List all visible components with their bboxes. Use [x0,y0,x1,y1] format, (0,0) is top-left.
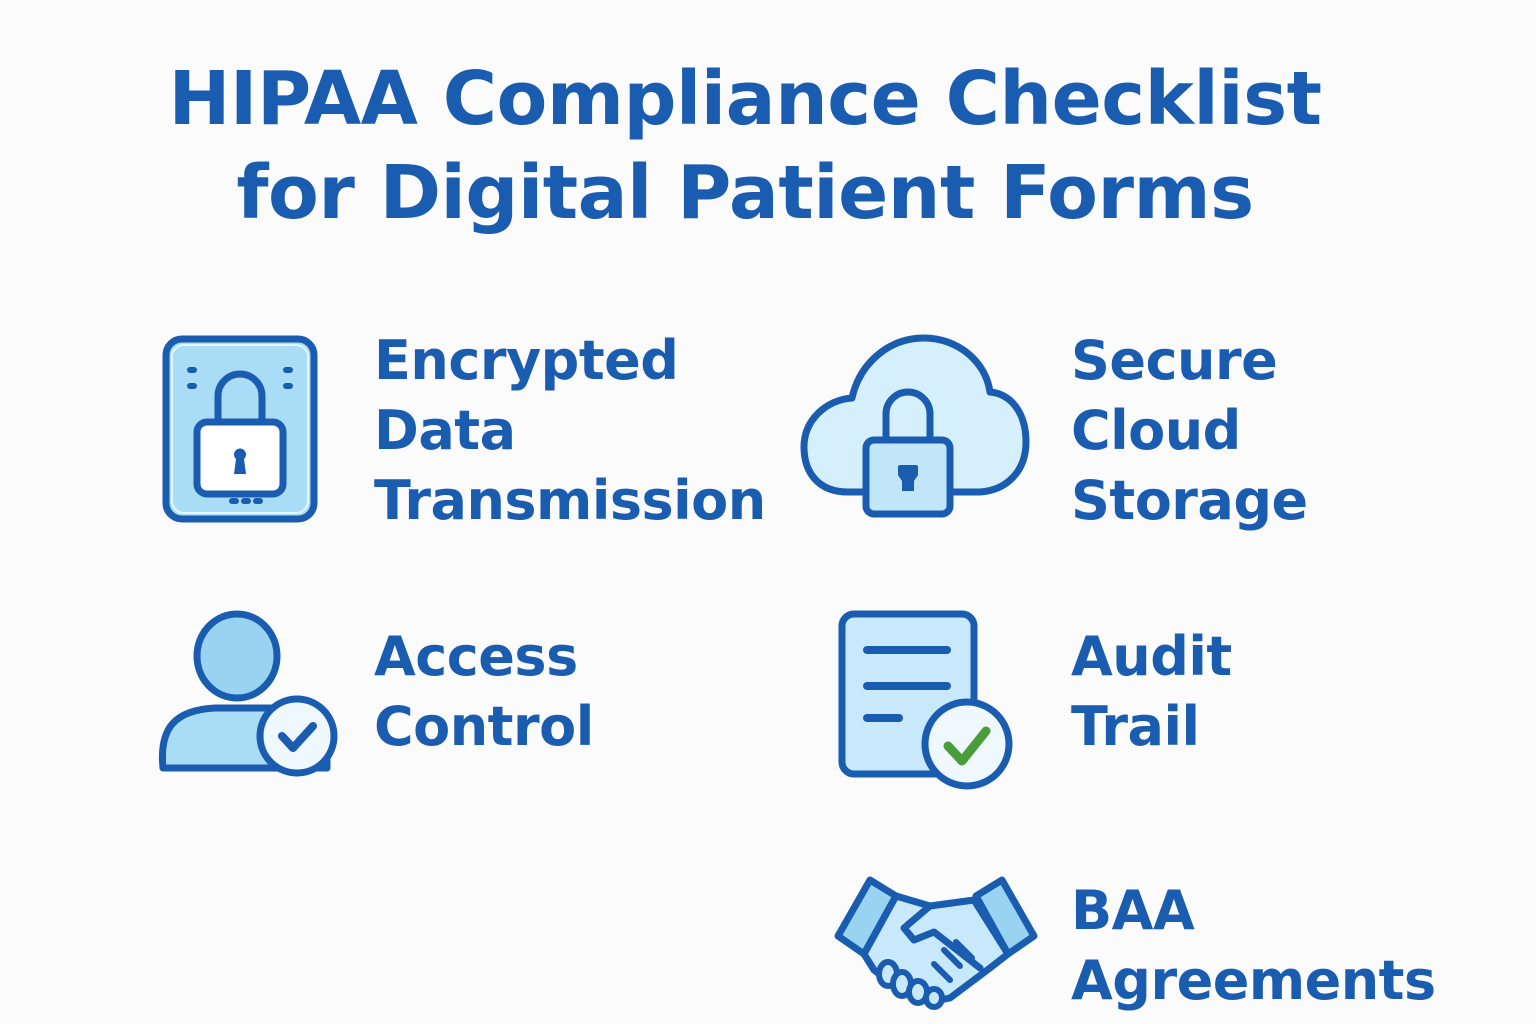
cloud-lock-icon [800,334,1030,518]
item-label: Secure Cloud Storage [1071,326,1308,536]
handshake-icon [834,876,1038,1010]
title-line-2: for Digital Patient Forms [236,150,1254,236]
title-line-1: HIPAA Compliance Checklist [168,56,1322,142]
label-line: Encrypted [374,329,679,392]
page-title: HIPAA Compliance Checklist for Digital P… [0,52,1490,240]
label-line: Cloud [1071,399,1241,462]
label-line: Data [374,399,516,462]
label-line: Control [374,695,594,758]
label-line: Access [374,625,578,688]
item-label: Access Control [374,622,594,762]
item-label: Encrypted Data Transmission [374,326,766,536]
label-line: Audit [1071,625,1232,688]
label-line: BAA [1071,879,1195,942]
document-check-icon [838,610,1013,790]
encrypted-device-lock-icon [162,335,318,523]
label-line: Secure [1071,329,1278,392]
label-line: Agreements [1071,949,1436,1012]
label-line: Trail [1071,695,1200,758]
label-line: Storage [1071,469,1308,532]
user-check-icon [158,610,338,777]
item-label: Audit Trail [1071,622,1232,762]
item-label: BAA Agreements [1071,876,1436,1016]
label-line: Transmission [374,469,766,532]
